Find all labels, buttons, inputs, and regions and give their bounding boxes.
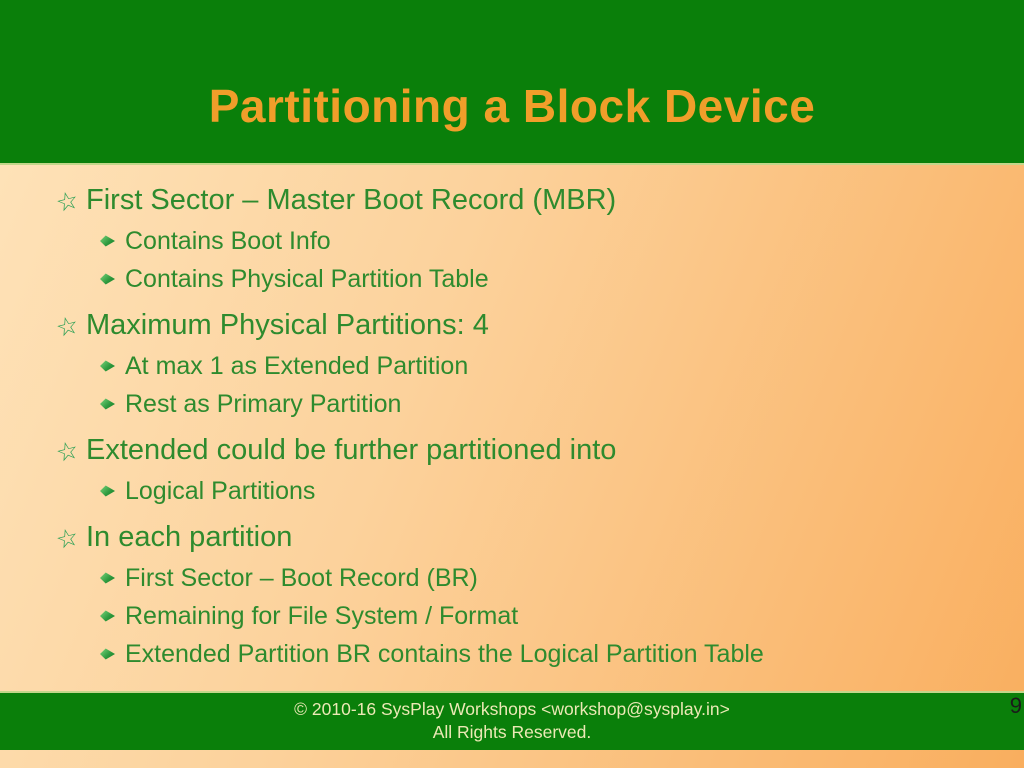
bullet-text: In each partition: [86, 521, 293, 553]
bullet-level2: Extended Partition BR contains the Logic…: [56, 639, 1008, 669]
diamond-arrow-bullet-icon: [100, 235, 115, 247]
bullet-text: First Sector – Master Boot Record (MBR): [86, 184, 617, 216]
bullet-level2: At max 1 as Extended Partition: [56, 351, 1008, 381]
bullet-level2: Logical Partitions: [56, 476, 1008, 506]
bullet-text: Remaining for File System / Format: [125, 602, 519, 630]
page-title: Partitioning a Block Device: [208, 80, 816, 132]
bullet-level2: First Sector – Boot Record (BR): [56, 563, 1008, 593]
bullet-level2: Rest as Primary Partition: [56, 389, 1008, 419]
header-band: Partitioning a Block Device: [0, 0, 1024, 165]
bullet-text: Rest as Primary Partition: [125, 390, 402, 418]
star-bullet-icon: ☆: [53, 435, 82, 469]
diamond-arrow-bullet-icon: [100, 360, 115, 372]
bullet-level1: ☆ In each partition: [53, 520, 1008, 555]
bullet-level2: Remaining for File System / Format: [56, 601, 1008, 631]
bullet-level1: ☆ First Sector – Master Boot Record (MBR…: [53, 183, 1008, 218]
star-bullet-icon: ☆: [53, 310, 82, 344]
bullet-text: Extended could be further partitioned in…: [86, 434, 617, 466]
diamond-arrow-bullet-icon: [100, 572, 115, 584]
bullet-text: First Sector – Boot Record (BR): [125, 564, 478, 592]
footer-rights: All Rights Reserved.: [432, 722, 592, 742]
slide-body: ☆ First Sector – Master Boot Record (MBR…: [0, 167, 1024, 691]
bullet-text: Extended Partition BR contains the Logic…: [125, 640, 764, 668]
footer-copyright: © 2010-16 SysPlay Workshops <workshop@sy…: [294, 699, 730, 719]
bullet-text: Contains Boot Info: [125, 227, 331, 255]
page-number: 9: [1009, 693, 1022, 718]
diamond-arrow-bullet-icon: [100, 485, 115, 497]
bullet-level1: ☆ Maximum Physical Partitions: 4: [53, 308, 1008, 343]
bullet-level2: Contains Boot Info: [56, 226, 1008, 256]
bullet-text: Maximum Physical Partitions: 4: [86, 309, 489, 341]
star-bullet-icon: ☆: [53, 522, 82, 556]
diamond-arrow-bullet-icon: [100, 610, 115, 622]
bullet-text: At max 1 as Extended Partition: [125, 352, 469, 380]
diamond-arrow-bullet-icon: [100, 398, 115, 410]
bullet-level2: Contains Physical Partition Table: [56, 264, 1008, 294]
bullet-text: Contains Physical Partition Table: [125, 265, 489, 293]
bullet-text: Logical Partitions: [125, 477, 316, 505]
bullet-level1: ☆ Extended could be further partitioned …: [53, 433, 1008, 468]
star-bullet-icon: ☆: [53, 185, 82, 219]
diamond-arrow-bullet-icon: [100, 648, 115, 660]
diamond-arrow-bullet-icon: [100, 273, 115, 285]
footer-band: © 2010-16 SysPlay Workshops <workshop@sy…: [0, 691, 1024, 750]
